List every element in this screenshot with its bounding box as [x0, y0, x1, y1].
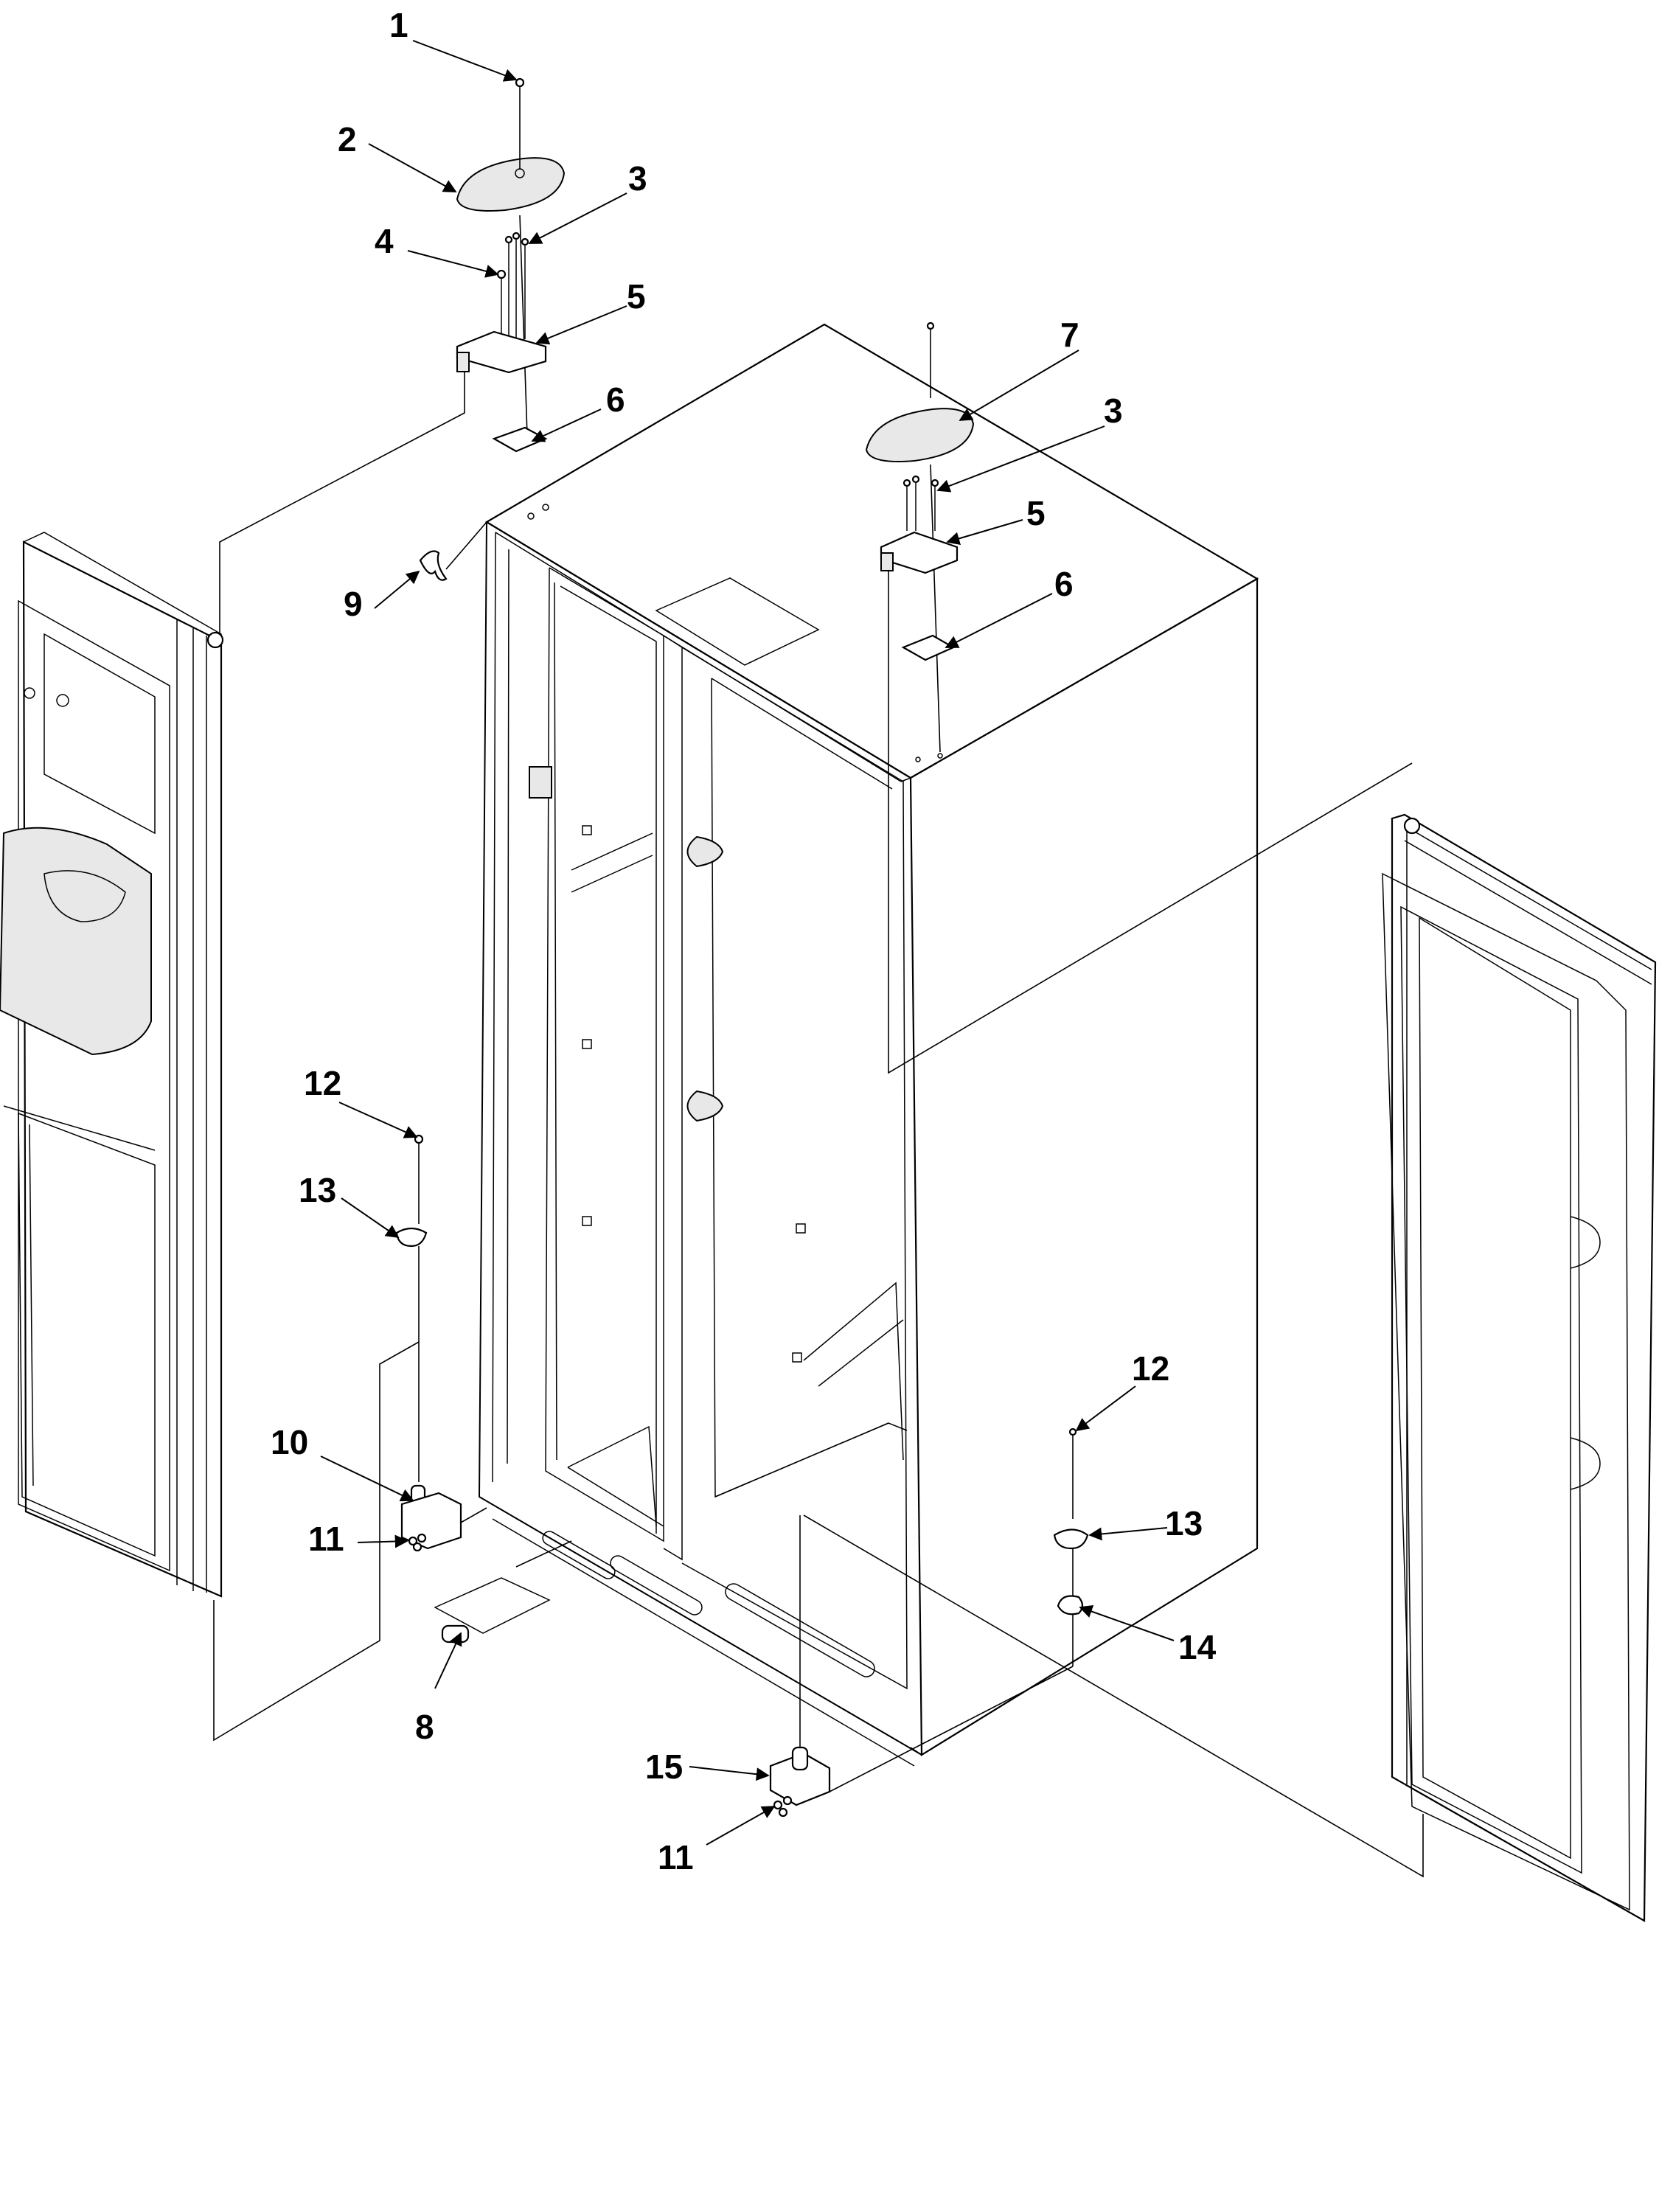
callout-15: 15 [645, 1747, 683, 1786]
callout-7: 7 [1060, 316, 1079, 354]
callout-2: 2 [338, 120, 357, 159]
callout-leaders [320, 40, 1175, 1846]
fresh-food-door [1382, 813, 1657, 1922]
freezer-door [0, 532, 224, 1598]
callout-6: 6 [606, 380, 625, 419]
callout-3: 3 [628, 159, 647, 198]
callout-11: 11 [308, 1520, 344, 1558]
callout-13-right: 13 [1165, 1504, 1203, 1543]
refrigerator-cabinet [478, 323, 1259, 1767]
callout-4: 4 [375, 222, 394, 260]
part-8-bracket [434, 1540, 572, 1644]
callout-1: 1 [389, 6, 408, 44]
callout-labels: 1 2 3 4 5 6 7 3 5 6 9 12 13 10 11 8 12 1… [271, 6, 1217, 1877]
callout-9: 9 [344, 585, 363, 623]
right-bottom-hinge-assembly [769, 1427, 1424, 1878]
callout-8: 8 [415, 1708, 434, 1746]
callout-14: 14 [1178, 1628, 1217, 1666]
part-9-clip [419, 550, 448, 581]
left-top-hinge-assembly [219, 77, 566, 634]
callout-11-right: 11 [658, 1838, 694, 1877]
callout-12: 12 [304, 1064, 341, 1102]
callout-5-right: 5 [1026, 494, 1046, 532]
callout-13: 13 [299, 1171, 336, 1209]
right-top-hinge-assembly [865, 321, 1413, 1074]
callout-6-right: 6 [1054, 565, 1074, 603]
callout-10: 10 [271, 1423, 308, 1461]
callout-12-right: 12 [1132, 1349, 1169, 1388]
callout-5: 5 [627, 277, 646, 316]
left-bottom-hinge-assembly [213, 1134, 487, 1742]
callout-3-right: 3 [1104, 392, 1123, 430]
